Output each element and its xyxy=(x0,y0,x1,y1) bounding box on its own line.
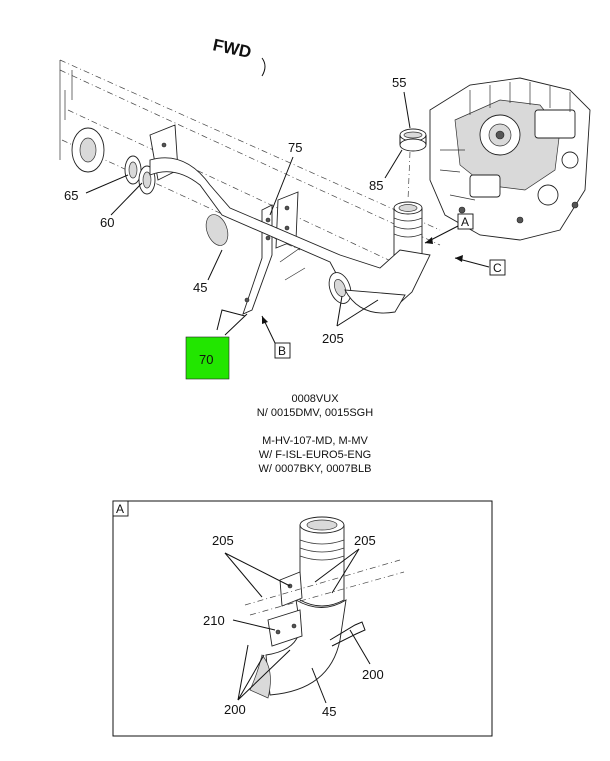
fwd-label: FWD xyxy=(211,35,253,62)
fwd-marker: FWD xyxy=(211,35,266,77)
detail-view-a: A 205 205 210 200 200 xyxy=(112,500,493,737)
view-box-b[interactable]: B xyxy=(274,342,291,359)
detail-callout-210: 210 xyxy=(203,613,225,628)
detail-callout-45: 45 xyxy=(322,704,336,719)
applicability-notes: 0008VUX N/ 0015DMV, 0015SGH M-HV-107-MD,… xyxy=(257,393,373,475)
callout-45: 45 xyxy=(193,280,207,295)
box-b-label: B xyxy=(278,344,286,358)
note-line2: N/ 0015DMV, 0015SGH xyxy=(257,407,373,419)
note-line1: 0008VUX xyxy=(291,393,339,405)
detail-a-title: A xyxy=(116,502,124,516)
view-box-c[interactable]: C xyxy=(489,259,506,276)
callout-60: 60 xyxy=(100,215,114,230)
callout-205: 205 xyxy=(322,331,344,346)
callout-70: 70 xyxy=(199,352,213,367)
detail-callout-205-right: 205 xyxy=(354,533,376,548)
note-line5: W/ 0007BKY, 0007BLB xyxy=(259,463,372,475)
bracket-75 xyxy=(242,191,299,315)
box-a-label: A xyxy=(461,215,469,229)
callout-70-highlight[interactable]: 70 xyxy=(185,336,230,380)
note-line3: M-HV-107-MD, M-MV xyxy=(262,435,368,447)
detail-callout-205-left: 205 xyxy=(212,533,234,548)
frame-rail xyxy=(59,59,441,271)
engine-assembly xyxy=(429,77,591,241)
clamp-55 xyxy=(399,128,427,152)
view-box-a[interactable]: A xyxy=(457,213,474,230)
callout-85: 85 xyxy=(369,178,383,193)
box-c-label: C xyxy=(493,261,502,275)
detail-callout-200-right: 200 xyxy=(362,667,384,682)
highlight-box xyxy=(185,336,230,380)
note-line4: W/ F-ISL-EURO5-ENG xyxy=(259,449,371,461)
callout-65: 65 xyxy=(64,188,78,203)
exhaust-pipe-45 xyxy=(149,157,431,314)
detail-callout-200-bottom: 200 xyxy=(224,702,246,717)
callout-75: 75 xyxy=(288,140,302,155)
leader-lines xyxy=(85,91,490,344)
callout-55: 55 xyxy=(392,75,406,90)
